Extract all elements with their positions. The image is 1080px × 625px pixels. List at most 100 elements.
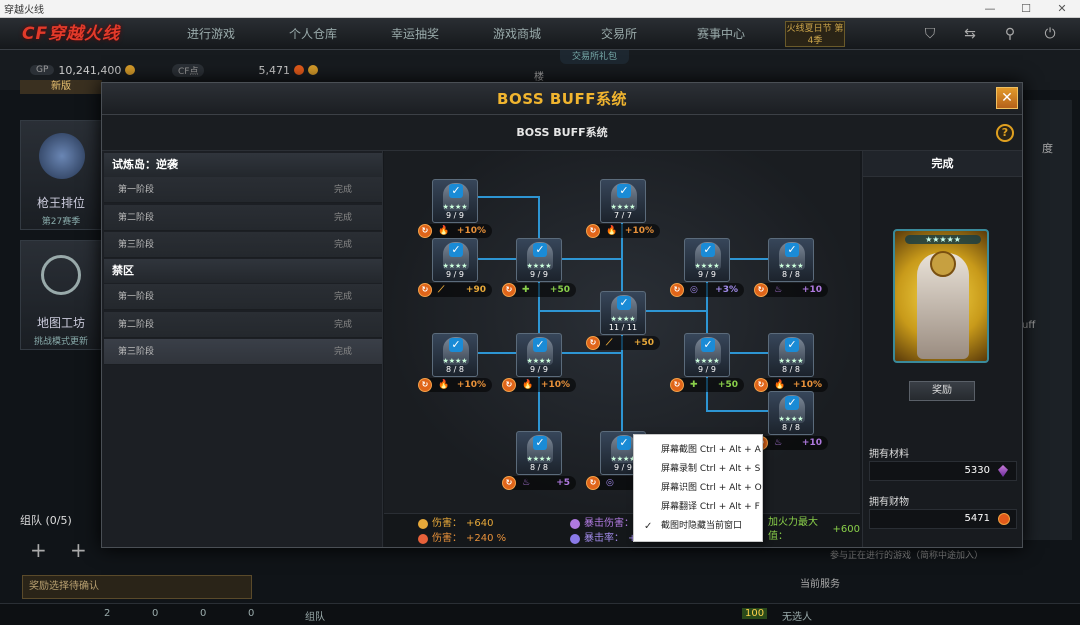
stage-row[interactable]: 第三阶段完成 bbox=[104, 232, 382, 258]
buff-node[interactable]: ✓★★★★9 / 9 ↻⟋+90 bbox=[418, 238, 492, 297]
checkmark-icon: ✓ bbox=[644, 521, 653, 532]
refresh-icon[interactable]: ↻ bbox=[754, 378, 768, 392]
fire-icon: 🔥 bbox=[522, 380, 534, 390]
buff-node[interactable]: ✓★★★★9 / 9 ↻◎+3% bbox=[670, 238, 744, 297]
boss-reward-card[interactable]: ★★★★★ bbox=[893, 229, 989, 363]
add-member-icon[interactable]: + bbox=[30, 538, 47, 562]
window-title: 穿越火线 bbox=[4, 5, 44, 16]
menu-item-record[interactable]: 屏幕录制 Ctrl + Alt + S bbox=[661, 464, 761, 474]
window-titlebar: 穿越火线 — ☐ ✕ bbox=[0, 0, 1080, 18]
team-label: 组队 (0/5) bbox=[20, 514, 72, 527]
checkmark-icon: ✓ bbox=[785, 396, 799, 410]
buff-node[interactable]: ✓★★★★8 / 8 ↻♨+10 bbox=[754, 391, 828, 450]
stage-row[interactable]: 第二阶段完成 bbox=[104, 205, 382, 231]
stage-row[interactable]: 第一阶段完成 bbox=[104, 284, 382, 310]
buff-node[interactable]: ✓★★★★8 / 8 ↻♨+10 bbox=[754, 238, 828, 297]
node-bonus: ↻◎+3% bbox=[670, 283, 744, 297]
checkmark-icon: ✓ bbox=[449, 184, 463, 198]
ranked-block[interactable]: 枪王排位 第27赛季 bbox=[20, 120, 102, 230]
refresh-icon[interactable]: ↻ bbox=[670, 378, 684, 392]
buff-node[interactable]: ✓★★★★8 / 8 ↻🔥+10% bbox=[418, 333, 492, 392]
menu-item-screenshot[interactable]: 屏幕截图 Ctrl + Alt + A bbox=[661, 445, 761, 455]
game-header: CF穿越火线 进行游戏 个人仓库 幸运抽奖 游戏商城 交易所 赛事中心 火线夏日… bbox=[0, 18, 1080, 50]
maximize-button[interactable]: ☐ bbox=[1021, 2, 1031, 15]
service-tab[interactable]: 当前服务 bbox=[800, 579, 840, 590]
node-stars: ★★★★ bbox=[694, 262, 720, 270]
node-count: 7 / 7 bbox=[614, 211, 632, 220]
checkmark-icon: ✓ bbox=[701, 243, 715, 257]
buff-node[interactable]: ✓★★★★8 / 8 ↻♨+5 bbox=[502, 431, 576, 490]
close-window-button[interactable]: ✕ bbox=[1057, 2, 1067, 15]
node-count: 11 / 11 bbox=[608, 323, 638, 332]
node-bonus: ↻✚+50 bbox=[670, 378, 744, 392]
stage-row[interactable]: 第一阶段完成 bbox=[104, 177, 382, 203]
menu-item-translate[interactable]: 屏幕翻译 Ctrl + Alt + F bbox=[661, 502, 760, 512]
modal-close-button[interactable]: ✕ bbox=[996, 87, 1018, 109]
nav-inventory[interactable]: 个人仓库 bbox=[288, 27, 337, 41]
add-member-icon[interactable]: + bbox=[70, 538, 87, 562]
wrench-icon[interactable]: ⚲ bbox=[1004, 26, 1016, 42]
buff-node[interactable]: ✓★★★★8 / 8 ↻🔥+10% bbox=[754, 333, 828, 392]
bonus-value: +50 bbox=[549, 285, 570, 295]
workshop-block[interactable]: 地图工坊 挑战模式更新 bbox=[20, 240, 102, 350]
refresh-icon[interactable]: ↻ bbox=[418, 283, 432, 297]
exit-icon[interactable]: ⇆ bbox=[964, 26, 976, 42]
refresh-icon[interactable]: ↻ bbox=[586, 224, 600, 238]
add-icon[interactable] bbox=[307, 65, 318, 75]
stage-status: 完成 bbox=[333, 347, 352, 357]
nav-events[interactable]: 赛事中心 bbox=[696, 27, 745, 41]
buff-node[interactable]: ✓★★★★7 / 7 ↻🔥+10% bbox=[586, 179, 660, 238]
refresh-icon[interactable]: ↻ bbox=[418, 378, 432, 392]
refresh-icon[interactable]: ↻ bbox=[586, 476, 600, 490]
bottom-count-3: 0 bbox=[200, 608, 207, 619]
nav-exchange[interactable]: 交易所 bbox=[600, 27, 637, 41]
menu-item-ocr[interactable]: 屏幕识图 Ctrl + Alt + O bbox=[661, 483, 762, 493]
nav-lottery[interactable]: 幸运抽奖 bbox=[390, 27, 439, 41]
ranked-season: 第27赛季 bbox=[41, 217, 81, 227]
boss-head-icon bbox=[930, 251, 956, 277]
nav-play[interactable]: 进行游戏 bbox=[186, 27, 235, 41]
menu-item-hide-window[interactable]: ✓截图时隐藏当前窗口 bbox=[634, 517, 762, 536]
refresh-icon[interactable]: ↻ bbox=[502, 283, 516, 297]
modal-header: BOSS BUFF系统 ✕ bbox=[102, 83, 1022, 115]
stage-row[interactable]: 第二阶段完成 bbox=[104, 312, 382, 338]
checkmark-icon: ✓ bbox=[533, 338, 547, 352]
stat-damage-pct: 伤害：+240 % bbox=[418, 532, 506, 546]
buff-node[interactable]: ✓★★★★9 / 9 ↻✚+50 bbox=[670, 333, 744, 392]
stage-row-selected[interactable]: 第三阶段完成 bbox=[104, 339, 382, 365]
bonus-value: +10 bbox=[801, 285, 822, 295]
reward-header: 完成 bbox=[863, 151, 1022, 177]
refresh-icon[interactable]: ↻ bbox=[502, 378, 516, 392]
reward-button[interactable]: 奖励 bbox=[909, 381, 975, 401]
checkmark-icon: ✓ bbox=[617, 184, 631, 198]
exchange-gift-tab[interactable]: 交易所礼包 bbox=[560, 50, 630, 64]
minimize-button[interactable]: — bbox=[984, 2, 996, 15]
gp-coin-icon bbox=[125, 65, 136, 75]
refresh-icon[interactable]: ↻ bbox=[502, 476, 516, 490]
buff-node[interactable]: ✓★★★★9 / 9 ↻🔥+10% bbox=[502, 333, 576, 392]
burst-icon: ♨ bbox=[522, 478, 531, 488]
checkmark-icon: ✓ bbox=[533, 243, 547, 257]
lobby-right-panel: 度 uff bbox=[1022, 100, 1072, 540]
stage-name: 第一阶段 bbox=[118, 185, 155, 195]
node-stars: ★★★★ bbox=[442, 203, 468, 211]
refresh-icon[interactable]: ↻ bbox=[670, 283, 684, 297]
buff-node[interactable]: ✓★★★★11 / 11 ↻⟋+50 bbox=[586, 291, 660, 350]
node-bonus: ↻🔥+10% bbox=[754, 378, 828, 392]
shield-icon[interactable]: ⛉ bbox=[924, 26, 936, 42]
refresh-icon[interactable]: ↻ bbox=[754, 283, 768, 297]
bottom-team[interactable]: 组队 bbox=[305, 612, 325, 623]
buff-node[interactable]: ✓★★★★9 / 9 ↻✚+50 bbox=[502, 238, 576, 297]
reward-confirm-bar[interactable]: 奖励选择待确认 bbox=[22, 575, 252, 599]
nav-shop[interactable]: 游戏商城 bbox=[492, 27, 541, 41]
refresh-icon[interactable]: ↻ bbox=[418, 224, 432, 238]
power-icon[interactable]: ⏻ bbox=[1044, 26, 1056, 42]
promo-banner[interactable]: 火线夏日节 第4季 bbox=[785, 21, 845, 47]
materials-value: 5330 bbox=[964, 465, 990, 476]
help-button[interactable]: ? bbox=[996, 124, 1014, 142]
game-logo: CF穿越火线 bbox=[22, 24, 121, 44]
node-bonus: ↻🔥+10% bbox=[502, 378, 576, 392]
refresh-icon[interactable]: ↻ bbox=[586, 336, 600, 350]
buff-node[interactable]: ✓★★★★9 / 9 ↻🔥+10% bbox=[418, 179, 492, 238]
checkmark-icon: ✓ bbox=[617, 296, 631, 310]
